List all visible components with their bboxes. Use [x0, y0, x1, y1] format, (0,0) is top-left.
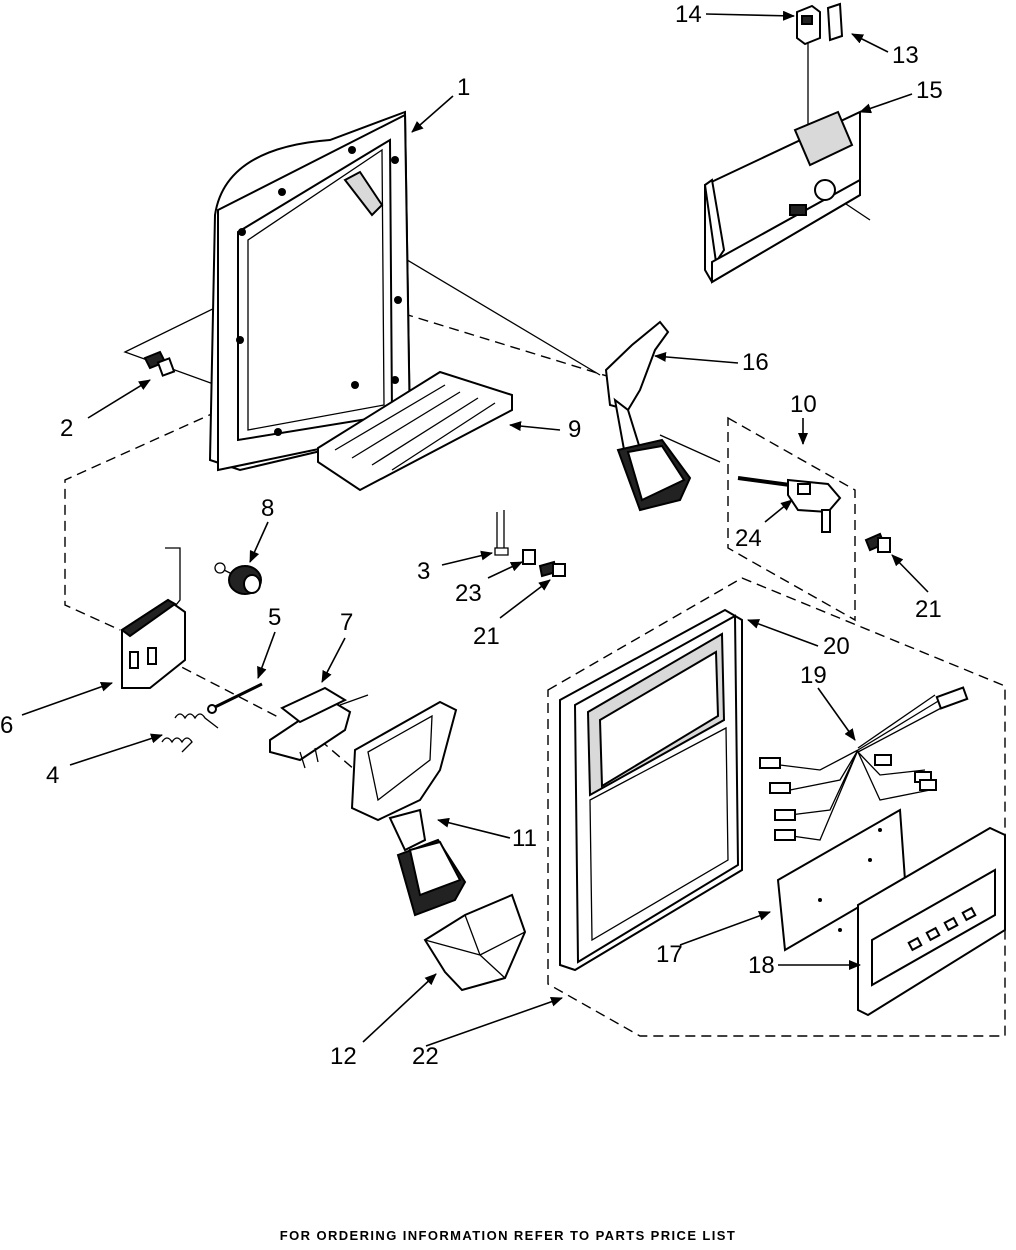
callout-20: 20: [823, 633, 850, 660]
callout-22: 22: [412, 1043, 439, 1070]
part-23-spring-plate: [522, 549, 536, 565]
part-1-dispenser-housing: [208, 110, 412, 472]
callout-14: 14: [675, 1, 702, 28]
callout-19: 19: [800, 662, 827, 689]
part-6-switch-module: [120, 547, 186, 689]
part-21-screw-right: [864, 532, 891, 553]
part-3-clip: [494, 510, 509, 556]
part-15-dispenser-bracket: [703, 110, 861, 284]
callout-15: 15: [916, 77, 943, 104]
callout-5: 5: [268, 604, 281, 631]
part-5-pin: [207, 682, 263, 714]
part-2-screw: [143, 350, 176, 377]
callout-8: 8: [261, 495, 274, 522]
part-11-ice-actuator: [350, 700, 467, 917]
callout-10: 10: [790, 391, 817, 418]
alignment-line: [64, 371, 306, 631]
callout-7: 7: [340, 609, 353, 636]
part-20-dispenser-frame: [559, 608, 743, 972]
part-19-wire-harness: [759, 686, 969, 841]
part-16-water-actuator: [604, 320, 692, 512]
callout-12: 12: [330, 1043, 357, 1070]
callout-24: 24: [735, 525, 762, 552]
part-24-lever: [737, 476, 842, 533]
callout-21-center: 21: [473, 623, 500, 650]
part-18-control-panel: [857, 826, 1006, 1017]
callout-11: 11: [512, 825, 537, 852]
part-12-ice-chute: [423, 893, 527, 992]
callout-13: 13: [892, 42, 919, 69]
ordering-info-footer: FOR ORDERING INFORMATION REFER TO PARTS …: [279, 1228, 737, 1243]
part-4-springs: [161, 713, 219, 753]
alignment-line: [659, 434, 721, 463]
callout-18: 18: [748, 952, 775, 979]
part-13-plate: [826, 2, 844, 42]
callout-23: 23: [455, 580, 482, 607]
callout-leaders: [21, 10, 929, 1047]
callout-3: 3: [417, 558, 430, 585]
alignment-line: [319, 739, 356, 771]
part-21-screw-center: [538, 560, 566, 578]
callout-6: 6: [0, 712, 13, 739]
part-7-lever-bracket: [269, 686, 369, 769]
callout-17: 17: [656, 941, 683, 968]
part-14-switch: [796, 4, 821, 46]
part-9-drip-tray: [317, 370, 513, 492]
alignment-line: [167, 659, 281, 719]
callout-2: 2: [60, 415, 73, 442]
group-box-10: [727, 416, 856, 622]
group-box-22: [547, 577, 1006, 1037]
callout-9: 9: [568, 416, 581, 443]
callout-16: 16: [742, 349, 769, 376]
callout-4: 4: [46, 762, 59, 789]
part-8-knob: [214, 562, 262, 595]
callout-21-right: 21: [915, 596, 942, 623]
callout-1: 1: [457, 74, 470, 101]
